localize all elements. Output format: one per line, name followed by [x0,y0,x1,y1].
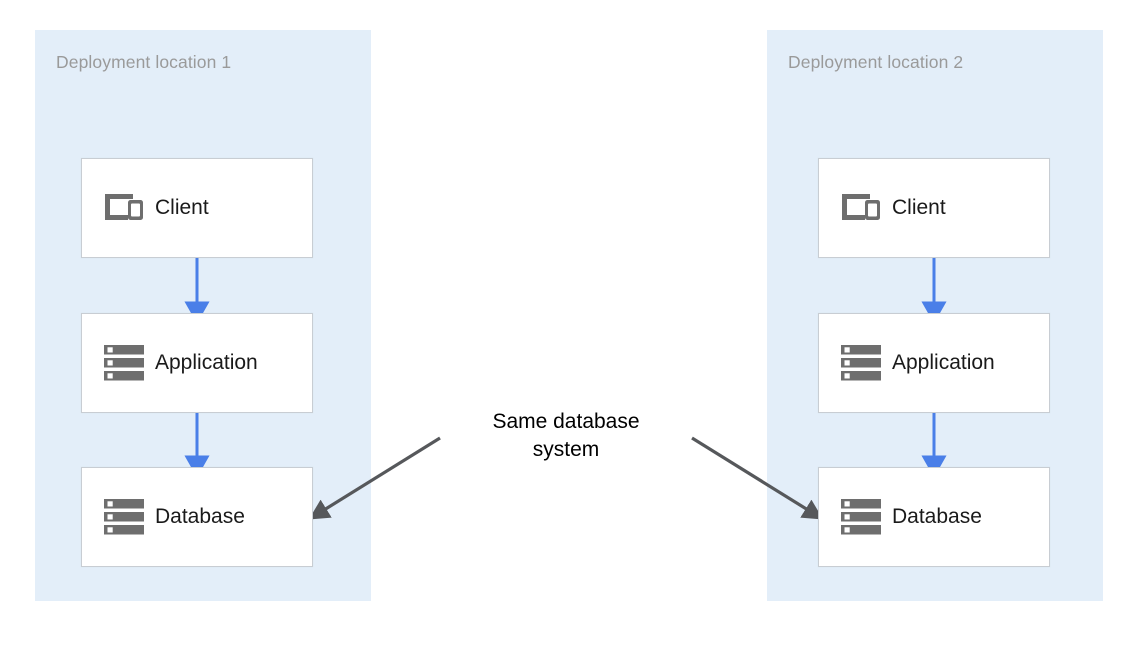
node-client-1-label: Client [155,196,209,219]
server-icon [101,344,147,382]
node-client-2-label: Client [892,196,946,219]
devices-icon [101,191,147,225]
zone-1-title: Deployment location 1 [56,52,232,72]
node-application-2[interactable]: Application [818,313,1050,413]
annotation-line-1: Same database [492,410,640,433]
zone-2-title: Deployment location 2 [788,52,964,72]
server-icon [838,498,884,536]
node-database-2-label: Database [892,505,982,528]
devices-icon [838,191,884,225]
server-icon [101,498,147,536]
node-client-1[interactable]: Client [81,158,313,258]
node-application-2-label: Application [892,351,995,374]
annotation-label: Same database system [466,408,666,464]
node-database-1-label: Database [155,505,245,528]
server-icon [838,344,884,382]
node-client-2[interactable]: Client [818,158,1050,258]
node-application-1[interactable]: Application [81,313,313,413]
node-application-1-label: Application [155,351,258,374]
annotation-line-2: system [532,438,600,461]
node-database-2[interactable]: Database [818,467,1050,567]
node-database-1[interactable]: Database [81,467,313,567]
